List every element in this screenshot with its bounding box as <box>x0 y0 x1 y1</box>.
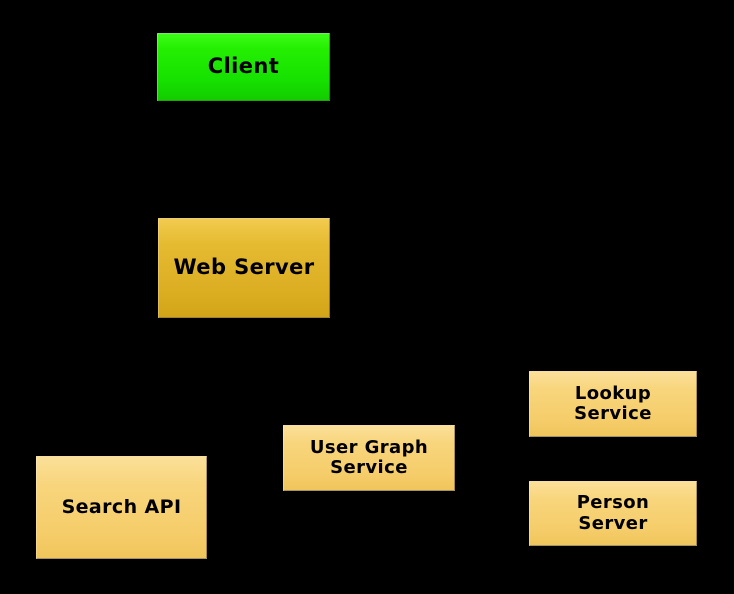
diagram-node-client[interactable]: Client <box>157 33 330 101</box>
node-label-web-server: Web Server <box>173 255 315 280</box>
diagram-node-search-api[interactable]: Search API <box>36 456 207 559</box>
node-label-lookup-service: Lookup Service <box>574 382 652 424</box>
node-label-client: Client <box>207 54 280 79</box>
diagram-node-user-graph-service[interactable]: User Graph Service <box>283 425 455 491</box>
diagram-node-lookup-service[interactable]: Lookup Service <box>529 371 697 437</box>
diagram-node-person-server[interactable]: Person Server <box>529 481 697 546</box>
diagram-node-web-server[interactable]: Web Server <box>158 218 330 318</box>
node-label-person-server: Person Server <box>576 492 650 534</box>
node-label-user-graph-service: User Graph Service <box>309 436 429 478</box>
node-label-search-api: Search API <box>61 495 182 518</box>
